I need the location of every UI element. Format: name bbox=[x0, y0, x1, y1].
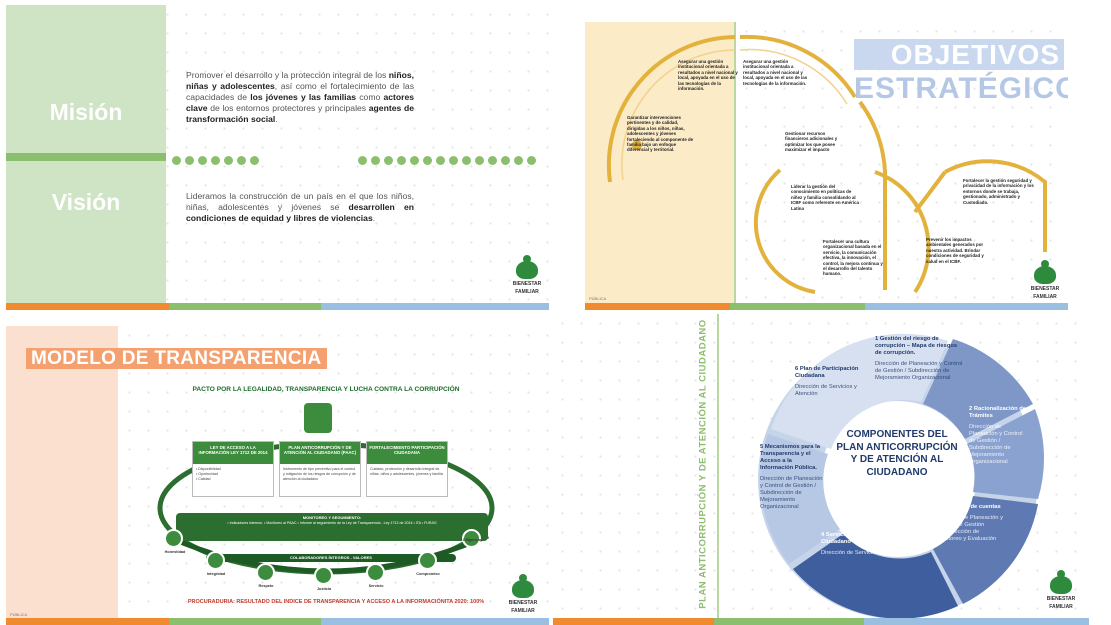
value-compromiso-icon bbox=[418, 551, 437, 570]
value-honestidad: Honestidad bbox=[164, 550, 186, 554]
dot-row-left bbox=[172, 152, 263, 165]
monitoring-band: MONITOREO Y SEGUIMIENTO: • Indicadores i… bbox=[176, 513, 488, 541]
objective-1: Garantizar intervenciones pertinentes y … bbox=[627, 115, 694, 153]
title-modelo-transparencia: MODELO DE TRANSPARENCIA bbox=[26, 348, 327, 369]
value-justicia: Justicia bbox=[316, 587, 332, 591]
objective-8: Prevenir los impactos ambientales genera… bbox=[926, 237, 984, 264]
mision-text: Promover el desarrollo y la protección i… bbox=[186, 70, 415, 124]
value-respeto-icon bbox=[256, 563, 275, 582]
color-bar bbox=[6, 303, 549, 310]
value-integridad-icon bbox=[206, 551, 225, 570]
slide-transparencia: MODELO DE TRANSPARENCIA PACTO POR LA LEG… bbox=[6, 326, 549, 625]
objective-3: Asegurar una gestión institucional orien… bbox=[743, 59, 808, 86]
value-servicio: Servicio bbox=[368, 584, 384, 588]
objective-7: Fortalecer una cultura organizacional ba… bbox=[823, 239, 883, 277]
bienestar-logo: BIENESTAR FAMILIAR bbox=[507, 255, 547, 295]
components-cycle bbox=[758, 333, 1045, 618]
title-objetivos: OBJETIVOS bbox=[854, 39, 1064, 70]
pact-heading: PACTO POR LA LEGALIDAD, TRANSPARENCIA Y … bbox=[192, 386, 460, 393]
mision-label: Misión bbox=[49, 99, 123, 125]
green-divider bbox=[6, 153, 166, 161]
value-diligencia-icon bbox=[462, 529, 481, 548]
green-separator bbox=[734, 22, 736, 303]
transparency-diagram bbox=[157, 403, 495, 575]
bienestar-logo: BIENESTAR FAMILIAR bbox=[503, 574, 543, 614]
objective-4: Gestionar recursos financieros adicional… bbox=[785, 131, 838, 153]
value-compromiso: Compromiso bbox=[416, 572, 440, 576]
value-integridad: Integridad bbox=[206, 572, 226, 576]
collaborators-band: COLABORADORES ÍNTEGROS - VALORES bbox=[206, 554, 456, 562]
component-1: 1 Gestión del riesgo de corrupción – Map… bbox=[875, 336, 963, 381]
title-estrategicos: ESTRATÉGICOS bbox=[854, 72, 1068, 105]
slide-paac: PLAN ANTICORRUPCIÓN Y DE ATENCIÓN AL CIU… bbox=[553, 314, 1089, 625]
color-bar bbox=[6, 618, 549, 625]
color-bar bbox=[585, 303, 1068, 310]
value-respeto: Respeto bbox=[258, 584, 274, 588]
box-paac: PLAN ANTICORRUPCIÓN Y DE ATENCIÓN AL CIU… bbox=[279, 441, 361, 497]
peach-column bbox=[6, 326, 118, 618]
family-icon bbox=[516, 255, 538, 279]
slide-objetivos: OBJETIVOS ESTRATÉGICOS Garantizar interv… bbox=[585, 22, 1068, 310]
bienestar-logo: BIENESTAR FAMILIAR bbox=[1025, 260, 1065, 300]
box-participacion: FORTALECIMIENTO PARTICIPACIÓN CIUDADANA … bbox=[366, 441, 448, 497]
family-icon bbox=[1034, 260, 1056, 284]
objective-6: Liderar la gestión del conocimiento en p… bbox=[791, 184, 859, 211]
dot-row-right bbox=[358, 152, 540, 165]
bienestar-logo: BIENESTAR FAMILIAR bbox=[1041, 570, 1081, 610]
value-diligencia: Diligencia bbox=[463, 538, 481, 542]
value-honestidad-icon bbox=[164, 529, 183, 548]
objective-5: Fortalecer la gestión seguridad y privac… bbox=[963, 178, 1034, 205]
slide-mision-vision: Misión Visión Promover el desarrollo y l… bbox=[6, 5, 549, 310]
component-5: 5 Mecanismos para la Transparencia y el … bbox=[760, 444, 823, 510]
objectives-wheel bbox=[606, 34, 1047, 294]
public-label: PÚBLICA bbox=[10, 612, 28, 617]
objective-2: Asegurar una gestión institucional orien… bbox=[678, 59, 738, 92]
green-separator bbox=[717, 314, 719, 618]
family-icon bbox=[512, 574, 534, 598]
color-bar bbox=[553, 618, 1089, 625]
procuraduria-result: PROCURADURIA: RESULTADO DEL INDICE DE TR… bbox=[187, 599, 485, 605]
value-servicio-icon bbox=[366, 563, 385, 582]
value-justicia-icon bbox=[314, 566, 333, 585]
center-title: COMPONENTES DEL PLAN ANTICORRUPCIÓN Y DE… bbox=[836, 429, 958, 478]
public-label: PÚBLICA bbox=[589, 296, 607, 301]
family-icon bbox=[1050, 570, 1072, 594]
vision-label: Visión bbox=[51, 189, 121, 215]
vision-text: Lideramos la construcción de un país en … bbox=[186, 191, 414, 223]
box-ley-acceso: LEY DE ACCESO A LA INFORMACIÓN LEY 1712 … bbox=[192, 441, 274, 497]
